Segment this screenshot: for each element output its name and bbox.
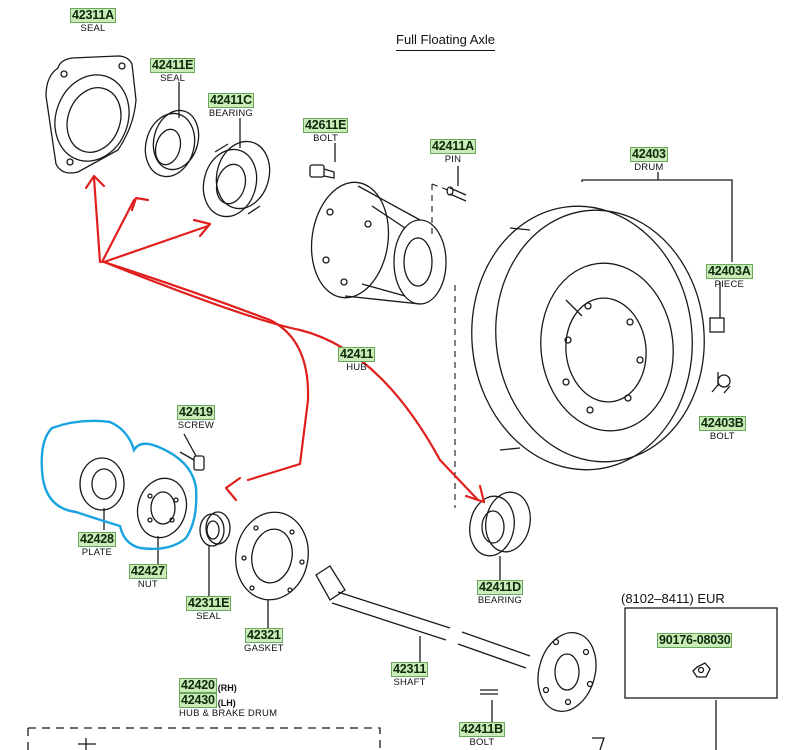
- part-number: 42403: [630, 147, 668, 162]
- part-number: 42411D: [477, 580, 523, 595]
- bearing-42411d-drawing: [469, 491, 531, 557]
- shaft-42311-drawing: [315, 565, 597, 712]
- nut-90176-drawing: [692, 662, 711, 678]
- part-number: 42311A: [70, 8, 116, 23]
- part-number: 42411B: [459, 722, 505, 737]
- part-number: 42411E: [150, 58, 196, 73]
- blue-annotation-outline: [40, 419, 198, 551]
- label-42403b[interactable]: 42403B BOLT: [699, 416, 746, 441]
- label-42403[interactable]: 42403 DRUM: [630, 147, 668, 172]
- part-number: 42427: [129, 564, 167, 579]
- label-42611e[interactable]: 42611E BOLT: [303, 118, 349, 144]
- part-name: SHAFT: [393, 676, 426, 688]
- red-arrow-to-42411e: [100, 198, 136, 264]
- red-arrow-to-42411c: [102, 224, 210, 264]
- variant-label: (8102–8411) EUR: [621, 591, 725, 606]
- label-42411b[interactable]: 42411B BOLT: [459, 722, 505, 747]
- red-arrow-to-42411d: [102, 260, 480, 502]
- part-name: SEAL: [160, 72, 186, 84]
- part-number: 42403A: [706, 264, 753, 279]
- label-42428[interactable]: 42428 PLATE: [78, 532, 116, 557]
- label-42419[interactable]: 42419 SCREW: [177, 405, 215, 430]
- screw-42419-drawing: [179, 451, 205, 471]
- part-number: 42311E: [186, 596, 232, 611]
- label-hub-brake-drum[interactable]: 42420 (RH) 42430 (LH) HUB & BRAKE DRUM: [179, 678, 277, 719]
- rh-suffix: (RH): [217, 682, 237, 693]
- label-42411e[interactable]: 42411E SEAL: [150, 58, 196, 84]
- label-42411c[interactable]: 42411C BEARING: [208, 93, 254, 118]
- label-42403a[interactable]: 42403A PIECE: [706, 264, 753, 289]
- part-number: 42403B: [699, 416, 746, 431]
- part-name: BOLT: [313, 132, 339, 144]
- red-arrow-to-42311e: [102, 260, 310, 482]
- nut-42427-drawing: [136, 477, 188, 539]
- hub-42411-drawing: [310, 181, 447, 305]
- part-name: SCREW: [177, 419, 215, 431]
- part-name: BEARING: [208, 107, 254, 119]
- part-number: 42428: [78, 532, 116, 547]
- part-number: 42321: [244, 628, 283, 643]
- part-name: HUB: [346, 361, 367, 373]
- eur-box: [624, 607, 778, 699]
- part-name: SEAL: [80, 22, 106, 34]
- red-annotation-arrows: [84, 174, 486, 504]
- part-name: HUB & BRAKE DRUM: [179, 708, 278, 720]
- part-number: 42611E: [303, 118, 349, 133]
- bearing-42411c-drawing: [202, 140, 271, 218]
- bolt-42611e-drawing: [309, 164, 335, 179]
- bolt-42403b-drawing: [711, 374, 731, 394]
- red-arrow-to-42311a: [92, 176, 102, 264]
- part-number: 42411A: [430, 139, 476, 154]
- piece-42403a-drawing: [709, 317, 725, 333]
- pin-42411a-drawing: [446, 186, 467, 202]
- label-90176-08030[interactable]: 90176-08030: [657, 633, 733, 648]
- seal-42411e-drawing: [144, 109, 200, 178]
- part-name: NUT: [137, 578, 158, 590]
- bolt-42411b-drawing: [480, 689, 498, 695]
- label-42311e[interactable]: 42311E SEAL: [186, 596, 232, 622]
- label-42411a[interactable]: 42411A PIN: [430, 139, 476, 164]
- lh-suffix: (LH): [217, 697, 236, 708]
- label-42411[interactable]: 42411 HUB: [338, 347, 376, 373]
- seal-42311e-drawing: [199, 511, 231, 547]
- label-42311[interactable]: 42311 SHAFT: [391, 662, 429, 688]
- label-42311a[interactable]: 42311A SEAL: [70, 8, 116, 33]
- part-number-rh: 42420: [179, 678, 217, 694]
- part-number: 42411C: [208, 93, 254, 108]
- label-42411d[interactable]: 42411D BEARING: [477, 580, 523, 605]
- label-42427[interactable]: 42427 NUT: [129, 564, 167, 589]
- part-name: BEARING: [477, 594, 523, 606]
- part-name: BOLT: [709, 430, 735, 442]
- part-name: BOLT: [469, 736, 495, 748]
- part-name: SEAL: [196, 610, 222, 622]
- part-name: GASKET: [244, 642, 284, 654]
- label-42321[interactable]: 42321 GASKET: [244, 628, 284, 653]
- part-number: 42311: [391, 662, 429, 677]
- part-number: 42419: [177, 405, 215, 420]
- part-name: PIN: [444, 153, 462, 165]
- part-number: 42411: [338, 347, 376, 362]
- gasket-42321-drawing: [235, 511, 309, 601]
- part-name: PLATE: [81, 546, 113, 558]
- diagram-title: Full Floating Axle: [396, 32, 495, 51]
- part-name: DRUM: [634, 161, 664, 173]
- drum-42403-drawing: [471, 205, 705, 471]
- part-number-lh: 42430: [179, 693, 217, 709]
- part-number: 90176-08030: [657, 633, 733, 648]
- seal-42311a-drawing: [45, 55, 137, 174]
- plate-42428-drawing: [79, 457, 125, 511]
- part-name: PIECE: [714, 278, 745, 290]
